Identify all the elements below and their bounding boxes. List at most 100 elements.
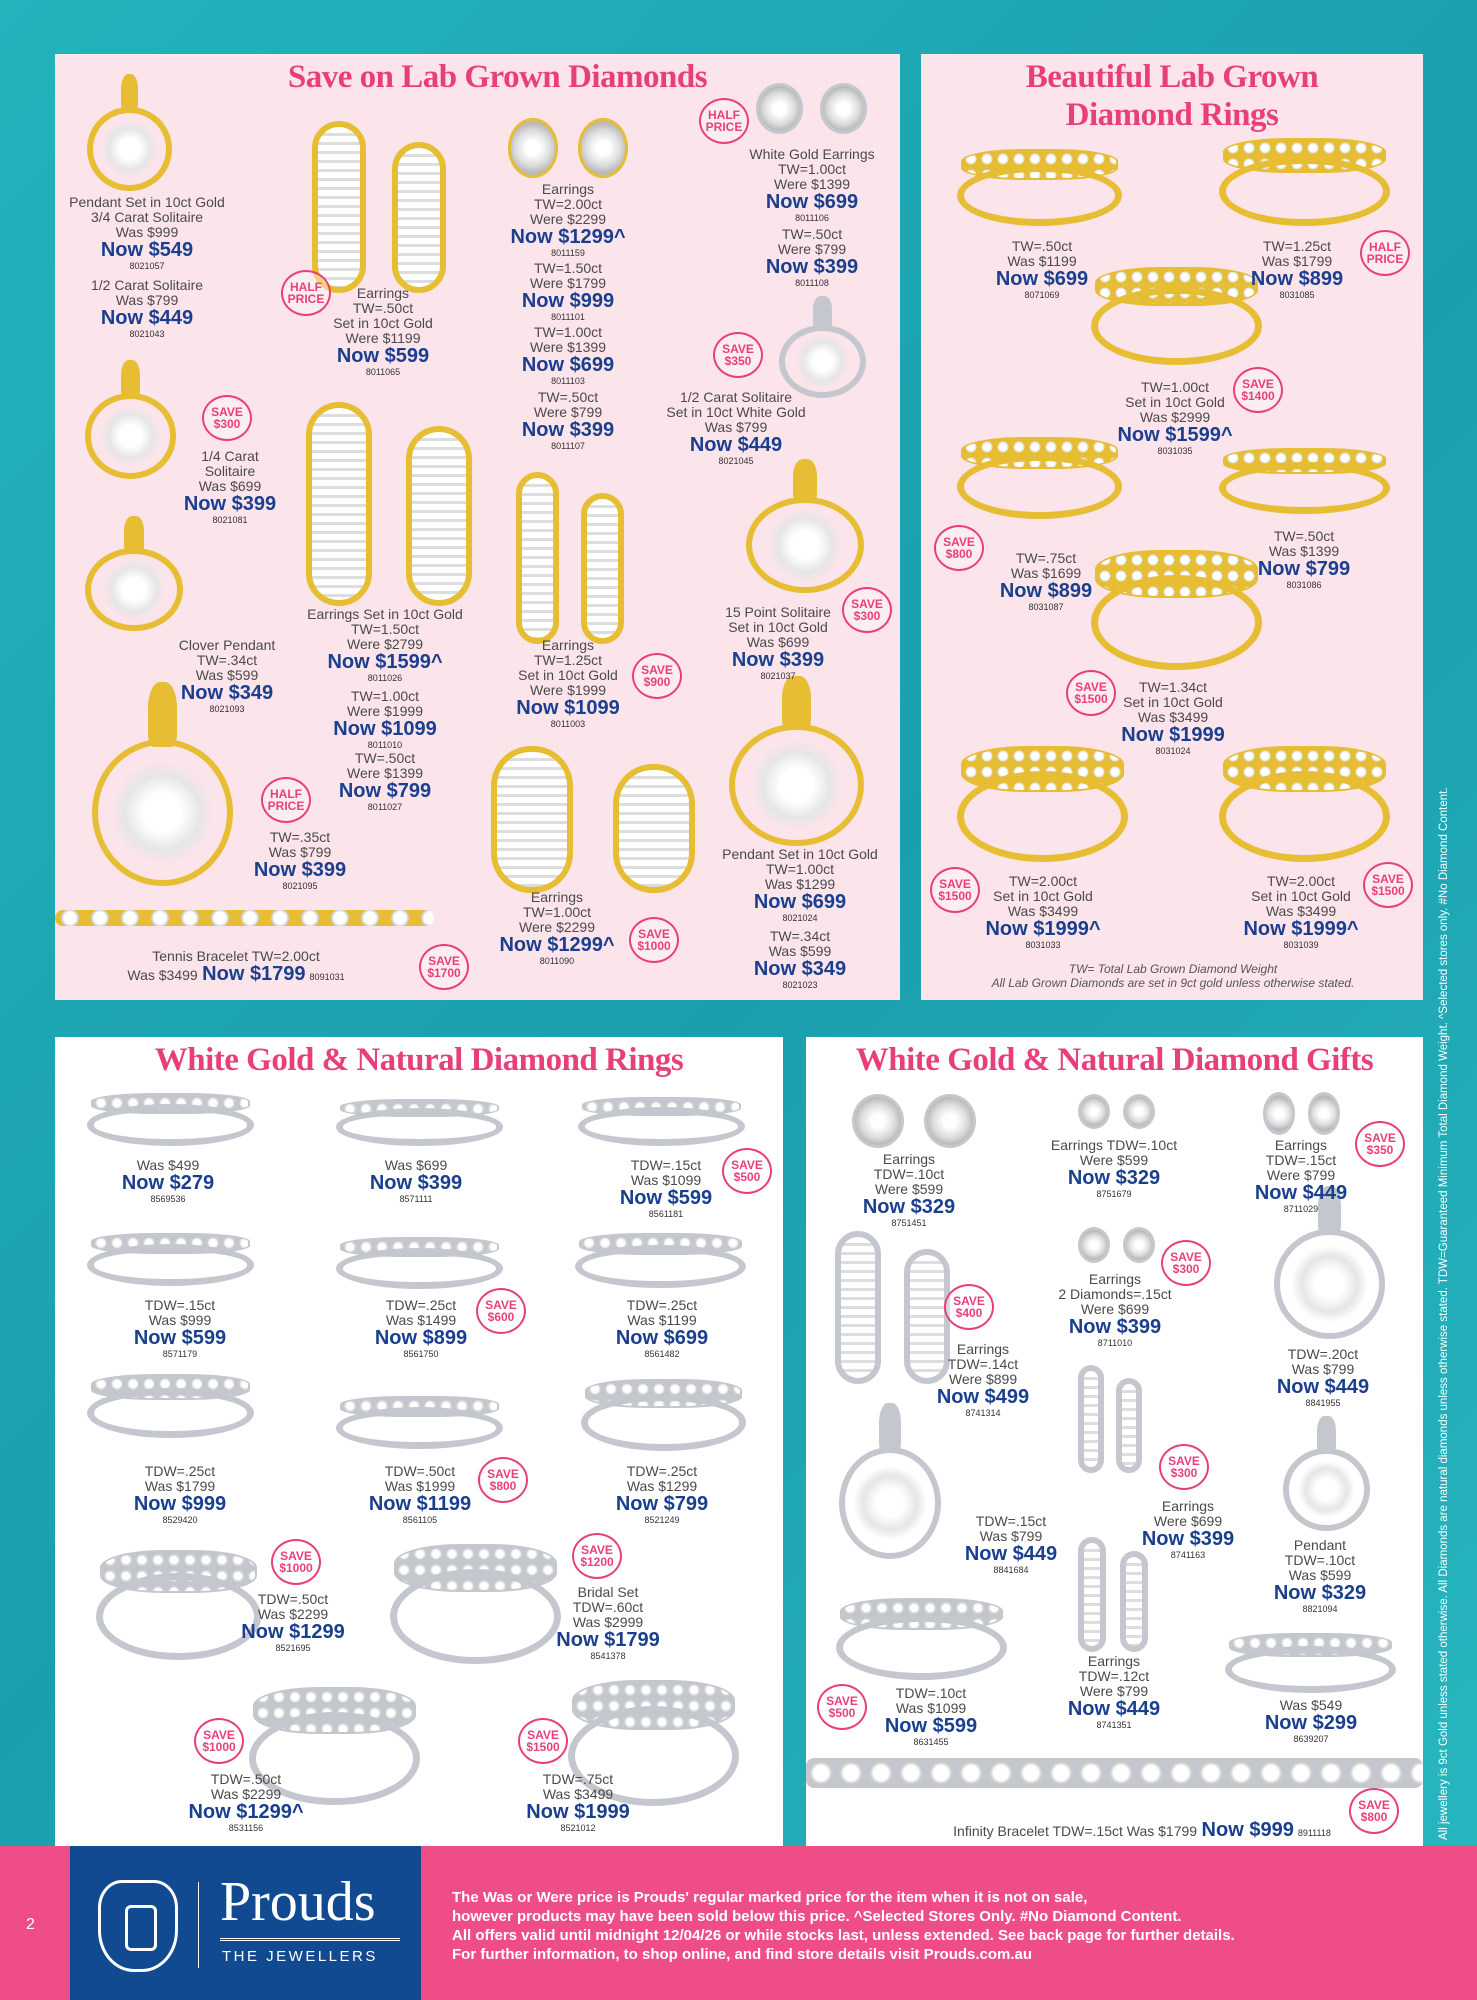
studs-image[interactable] [756, 83, 867, 134]
ring-image[interactable] [1084, 255, 1269, 370]
hoops-image[interactable] [516, 472, 624, 644]
ring-image[interactable] [950, 733, 1135, 867]
ring-image[interactable] [383, 1530, 568, 1670]
ring-image[interactable] [571, 1091, 752, 1148]
ring-image[interactable] [574, 1371, 753, 1454]
studs-image[interactable] [508, 118, 628, 178]
bracelet-image[interactable] [55, 899, 434, 937]
hoops-image[interactable] [835, 1231, 950, 1384]
studs-image[interactable] [1078, 1227, 1155, 1263]
hoops-image[interactable] [1078, 1537, 1148, 1652]
ring-image[interactable] [1212, 733, 1397, 867]
bracelet-image[interactable] [806, 1735, 1423, 1811]
ring-image[interactable] [1218, 1626, 1403, 1696]
ring-image[interactable] [329, 1093, 510, 1148]
ring-image[interactable] [950, 427, 1129, 523]
pendant-image[interactable] [74, 74, 185, 191]
ring-image[interactable] [561, 1665, 746, 1812]
ring-image[interactable] [80, 1367, 261, 1441]
ring-image[interactable] [829, 1588, 1014, 1684]
pendant-image[interactable] [765, 296, 880, 398]
ring-image[interactable] [1212, 440, 1397, 517]
ring-image[interactable] [1084, 536, 1269, 676]
ring-image[interactable] [80, 1227, 261, 1288]
ring-image[interactable] [89, 1537, 268, 1665]
hoops-image[interactable] [306, 402, 472, 606]
pendant-image[interactable] [823, 1403, 957, 1559]
product-card[interactable]: Infinity Bracelet TDW=.15ct Was $1799 No… [953, 1820, 1331, 1841]
ring-image[interactable] [568, 1227, 753, 1291]
studs-image[interactable] [1078, 1094, 1155, 1129]
prouds-logo[interactable]: Prouds THE JEWELLERS [70, 1846, 421, 2000]
pendant-image[interactable] [70, 360, 191, 479]
pendant-image[interactable] [70, 516, 198, 631]
ring-image[interactable] [950, 140, 1129, 230]
pendant-image[interactable] [727, 459, 883, 593]
pendant-image[interactable] [708, 676, 885, 846]
pendant-image[interactable] [1269, 1416, 1384, 1531]
ring-image[interactable] [1212, 128, 1397, 230]
pendant-image[interactable] [70, 682, 255, 886]
ring-image[interactable] [242, 1673, 427, 1811]
ring-image[interactable] [329, 1390, 510, 1451]
hoops-image[interactable] [1078, 1365, 1142, 1473]
studs-image[interactable] [852, 1094, 976, 1148]
hoops-image[interactable] [312, 121, 446, 293]
ring-image[interactable] [329, 1231, 510, 1291]
hoops-image[interactable] [491, 746, 695, 893]
